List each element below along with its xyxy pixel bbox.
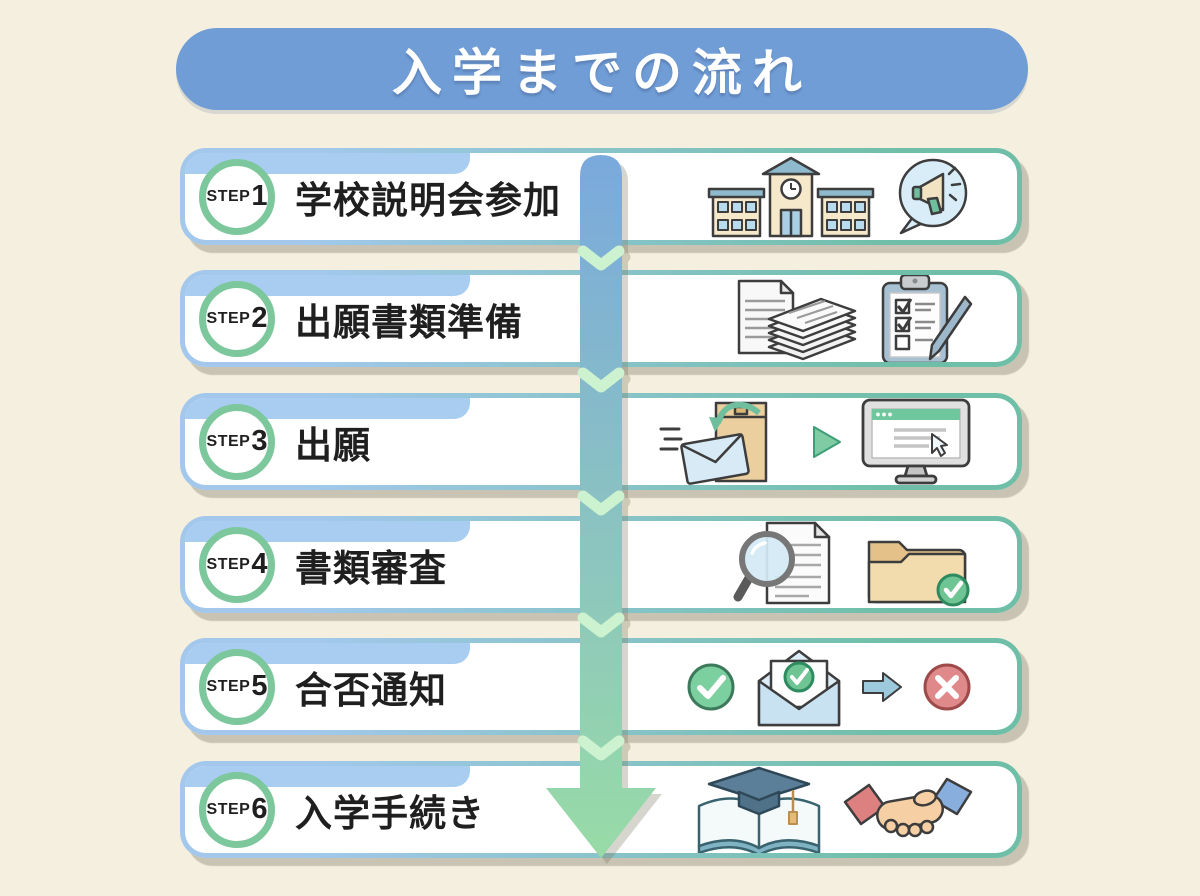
step-label: 出願書類準備	[295, 301, 523, 343]
pass-check-circle-icon	[687, 663, 735, 710]
step-icons	[733, 275, 973, 362]
step-badge-word: STEP	[206, 677, 251, 695]
megaphone-announcement-icon	[898, 158, 968, 234]
step-badge-number: 2	[251, 302, 268, 334]
handshake-icon	[843, 777, 973, 837]
online-application-monitor-icon	[861, 398, 971, 484]
step-icons	[685, 643, 973, 730]
graduation-book-icon	[697, 766, 821, 853]
step-badge-number: 5	[251, 670, 268, 702]
step-label: 学校説明会参加	[295, 179, 561, 221]
step-badge-word: STEP	[206, 432, 251, 450]
step-label: 書類審査	[295, 547, 447, 589]
step-badge-number: 6	[251, 793, 268, 825]
flow-arrow-chevrons	[577, 245, 625, 761]
flow-triangle-icon	[813, 425, 841, 458]
step-badge-number: 1	[251, 180, 268, 212]
chevron-down-icon	[577, 245, 625, 271]
result-envelope-icon	[757, 649, 841, 726]
step-badge-word: STEP	[206, 187, 251, 205]
page-title: 入学までの流れ	[176, 28, 1028, 110]
magnifier-document-icon	[733, 521, 831, 604]
flow-arrow	[546, 155, 656, 858]
step-icons	[659, 398, 973, 485]
document-stack-icon	[737, 279, 857, 360]
chevron-down-icon	[577, 367, 625, 393]
page-title-text: 入学までの流れ	[392, 45, 812, 101]
step-badge-word: STEP	[206, 555, 251, 573]
step-badge-word: STEP	[206, 800, 251, 818]
chevron-down-icon	[577, 490, 625, 516]
checklist-clipboard-icon	[881, 275, 973, 362]
chevron-down-icon	[577, 612, 625, 638]
step-label: 合否通知	[295, 669, 447, 711]
step-icons	[693, 766, 973, 853]
approved-folder-icon	[867, 540, 970, 606]
step-badge-number: 4	[251, 548, 268, 580]
result-arrow-icon	[862, 671, 902, 702]
step-label: 入学手続き	[295, 792, 485, 834]
step-badge-word: STEP	[206, 309, 251, 327]
chevron-down-icon	[577, 735, 625, 761]
mail-send-icon	[659, 401, 768, 485]
step-label: 出願	[295, 424, 371, 466]
fail-cross-circle-icon	[923, 663, 971, 710]
school-building-icon	[707, 156, 875, 237]
step-badge-number: 3	[251, 425, 268, 457]
step-icons	[733, 521, 973, 608]
step-icons	[707, 153, 973, 240]
